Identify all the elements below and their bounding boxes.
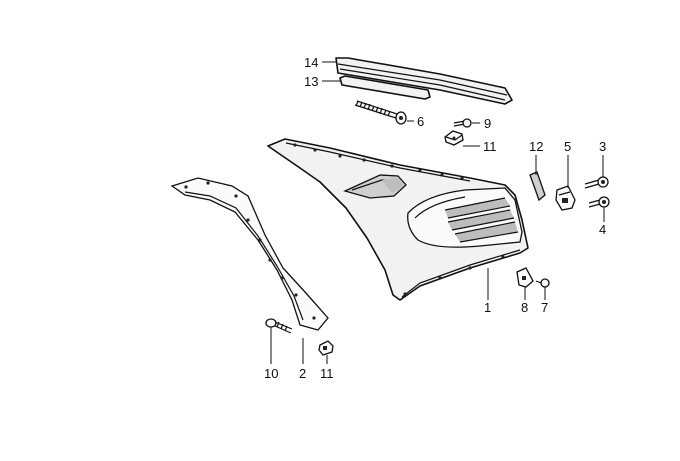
callout-11-lower: 11 [320,366,334,381]
callout-14: 14 [304,55,318,70]
callout-3: 3 [599,139,606,154]
callout-4: 4 [599,222,606,237]
part-10-screw [265,318,293,334]
part-6-screw [354,100,407,125]
part-7-screw [535,278,550,288]
callout-1: 1 [484,300,491,315]
callout-10: 10 [264,366,278,381]
part-12-pad [529,171,546,202]
callout-11-upper: 11 [483,139,497,154]
callout-5: 5 [564,139,571,154]
part-14-trim-strip [335,57,513,105]
part-11-clip-upper [444,130,464,146]
part-3-bolt [584,176,609,189]
callout-12: 12 [529,139,543,154]
callout-13: 13 [304,74,318,89]
callout-2: 2 [299,366,306,381]
callout-9: 9 [484,116,491,131]
callout-6: 6 [417,114,424,129]
part-11-clip-lower [318,340,334,356]
callout-7: 7 [541,300,548,315]
part-4-bolt [588,196,610,208]
callout-labels: 14 13 6 9 11 12 5 3 4 1 8 7 10 2 11 [264,55,606,381]
part-5-bracket [555,185,576,211]
callout-8: 8 [521,300,528,315]
leader-lines [270,61,605,364]
part-9-screw [453,118,472,128]
part-13-seal-strip [339,75,431,100]
part-2-wheel-arch-trim [170,177,329,331]
part-1-side-panel [267,138,529,301]
part-8-clip-nut [516,267,534,288]
